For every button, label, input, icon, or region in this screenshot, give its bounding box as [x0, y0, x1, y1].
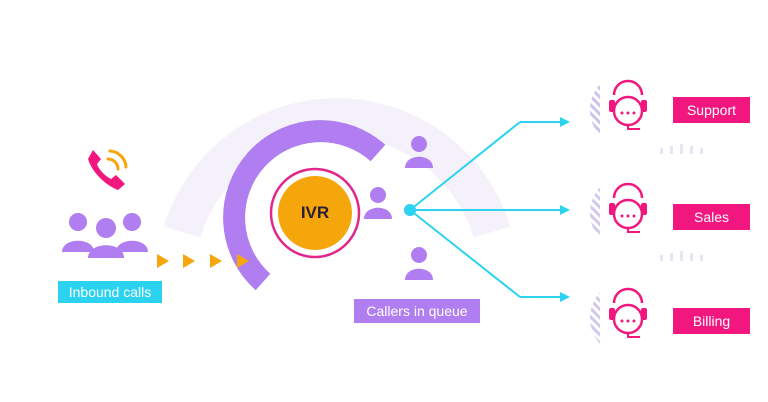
arrowhead [560, 292, 570, 302]
phone-ringing-icon [88, 149, 128, 190]
headset-agent-icon [590, 79, 647, 136]
support-label: Support [673, 97, 750, 123]
person-icon [405, 136, 433, 168]
caller-group-icon [62, 213, 148, 258]
billing-label: Billing [673, 308, 750, 334]
callers-in-queue-label: Callers in queue [354, 299, 480, 323]
headset-agent-icon [590, 182, 647, 239]
ivr-circle [278, 176, 352, 250]
inbound-arrows [157, 254, 249, 268]
background-arc [163, 98, 511, 238]
person-icon [405, 247, 433, 280]
routing-lines [404, 117, 570, 302]
arrow-triangle [157, 254, 169, 268]
ivr-ring [269, 167, 361, 259]
routing-node [404, 204, 416, 216]
arrowhead [560, 117, 570, 127]
arrow-triangle [183, 254, 195, 268]
headset-agent-icon [590, 287, 647, 344]
inbound-calls-label: Inbound calls [58, 281, 162, 303]
dot-separators [660, 144, 703, 261]
ivr-purple-arc [223, 120, 386, 291]
arrow-triangle [210, 254, 222, 268]
sales-label: Sales [673, 204, 750, 230]
person-icon [364, 187, 392, 219]
ivr-label: IVR [300, 203, 330, 222]
arrow-triangle [237, 254, 249, 268]
arrowhead [560, 205, 570, 215]
